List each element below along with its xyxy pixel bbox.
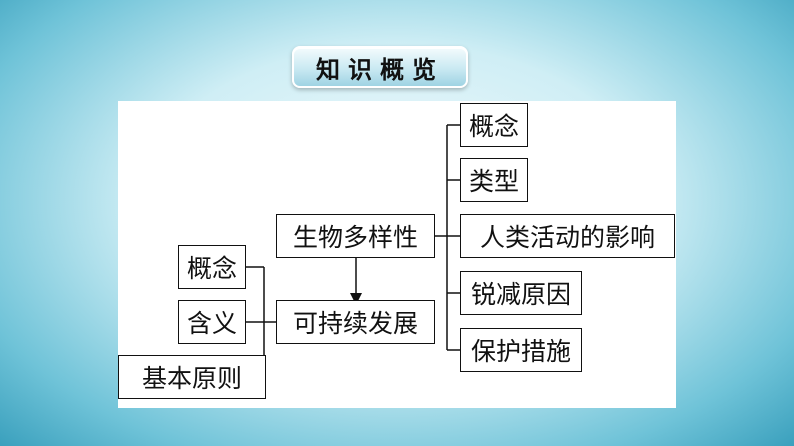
right-box-protection-measures: 保护措施 — [460, 328, 582, 372]
left-box-label: 含义 — [186, 309, 237, 338]
right-box-label: 概念 — [468, 112, 519, 141]
arrow-down-icon — [350, 293, 362, 305]
left-box-principles: 基本原则 — [118, 355, 266, 399]
center-box-label: 生物多样性 — [292, 223, 418, 252]
center-box-label: 可持续发展 — [292, 309, 418, 338]
left-box-meaning: 含义 — [178, 300, 246, 344]
right-box-label: 锐减原因 — [470, 280, 571, 309]
right-box-concept: 概念 — [460, 103, 528, 147]
right-box-human-impact: 人类活动的影响 — [460, 214, 675, 258]
left-box-concept: 概念 — [178, 245, 246, 289]
right-box-label: 类型 — [468, 167, 519, 196]
right-box-decline-causes: 锐减原因 — [460, 271, 582, 315]
section-title: 知识概览 — [316, 55, 444, 84]
left-box-label: 基本原则 — [141, 364, 242, 393]
center-box-sustainable-development: 可持续发展 — [276, 300, 435, 344]
right-box-types: 类型 — [460, 158, 528, 202]
right-box-label: 人类活动的影响 — [479, 223, 655, 252]
left-box-label: 概念 — [186, 254, 237, 283]
section-title-badge: 知识概览 — [292, 46, 468, 88]
right-box-label: 保护措施 — [470, 337, 571, 366]
center-box-biodiversity: 生物多样性 — [276, 214, 435, 258]
